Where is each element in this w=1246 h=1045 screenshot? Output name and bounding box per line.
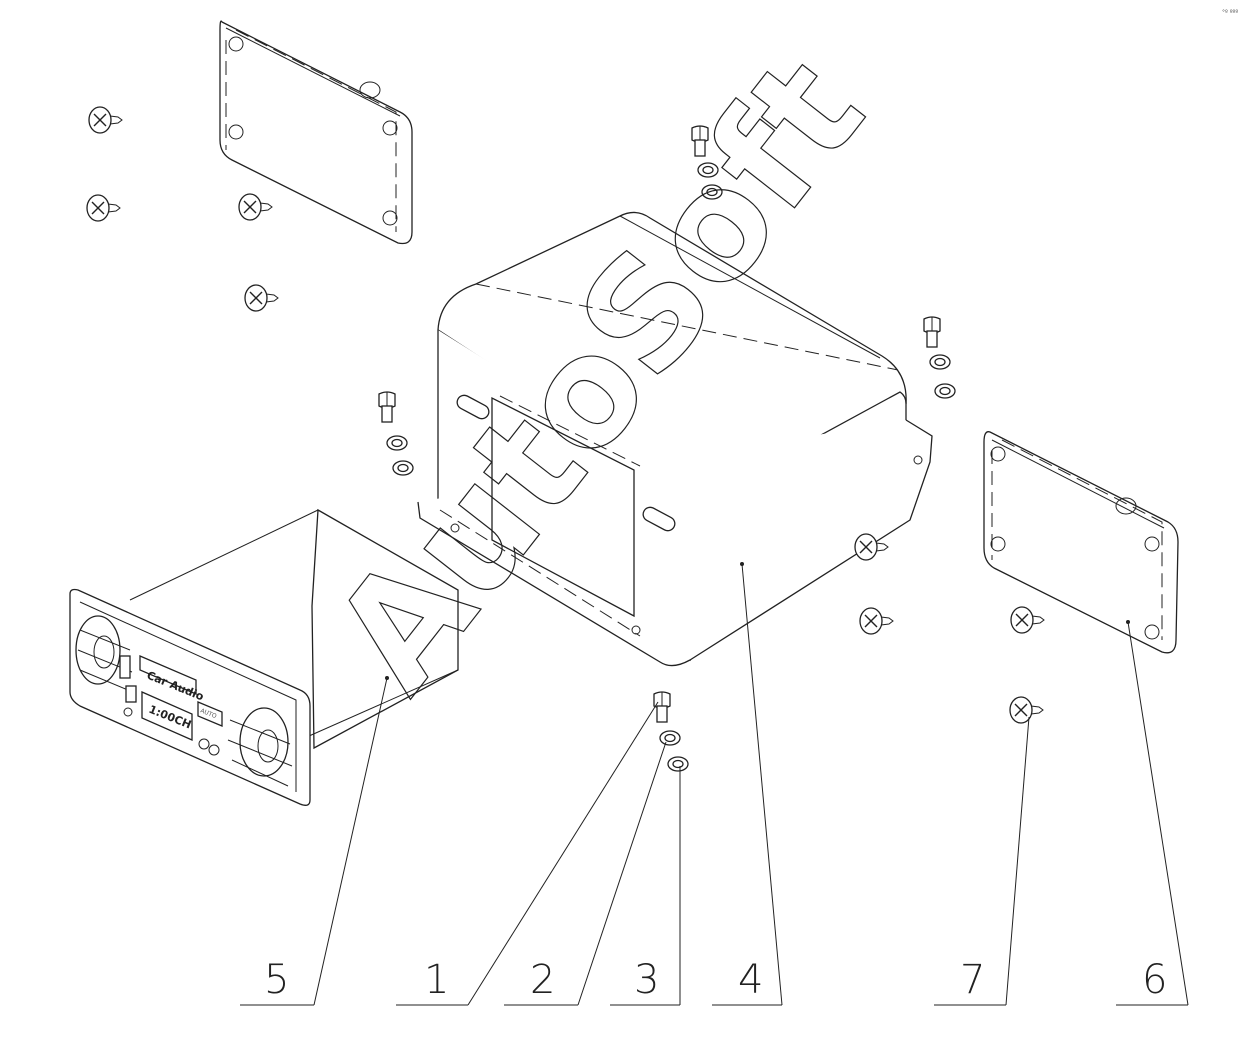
screw-icon — [238, 193, 273, 221]
lock-washer-icon — [659, 730, 681, 746]
callout-1: 1 — [424, 957, 449, 1003]
lock-washer-icon — [929, 354, 951, 370]
mounting-housing — [417, 211, 933, 667]
top-cover-plate — [219, 20, 413, 245]
screw-icon — [86, 194, 121, 222]
side-cover-plate — [983, 431, 1179, 654]
screw-icon — [244, 284, 279, 312]
screw-icon — [88, 106, 123, 134]
bolt-icon — [378, 391, 396, 423]
corner-mark: °º ººº — [1222, 9, 1238, 16]
screw-icon — [859, 607, 894, 635]
screw-icon — [1010, 606, 1045, 634]
callout-6: 6 — [1142, 957, 1167, 1003]
leader-lines — [240, 563, 1189, 1006]
callout-4: 4 — [738, 957, 763, 1003]
callout-3: 3 — [634, 957, 659, 1003]
car-audio-unit: Car Audio 1:00CH AUTO — [69, 508, 459, 806]
callout-5: 5 — [264, 957, 289, 1003]
flat-washer-icon — [392, 460, 414, 476]
flat-washer-icon — [934, 383, 956, 399]
screw-icon — [1009, 696, 1044, 724]
callout-7: 7 — [960, 957, 985, 1003]
lock-washer-icon — [386, 435, 408, 451]
flat-washer-icon — [667, 756, 689, 772]
bolt-icon — [653, 691, 671, 723]
callout-2: 2 — [530, 957, 555, 1003]
bolt-icon — [923, 316, 941, 348]
